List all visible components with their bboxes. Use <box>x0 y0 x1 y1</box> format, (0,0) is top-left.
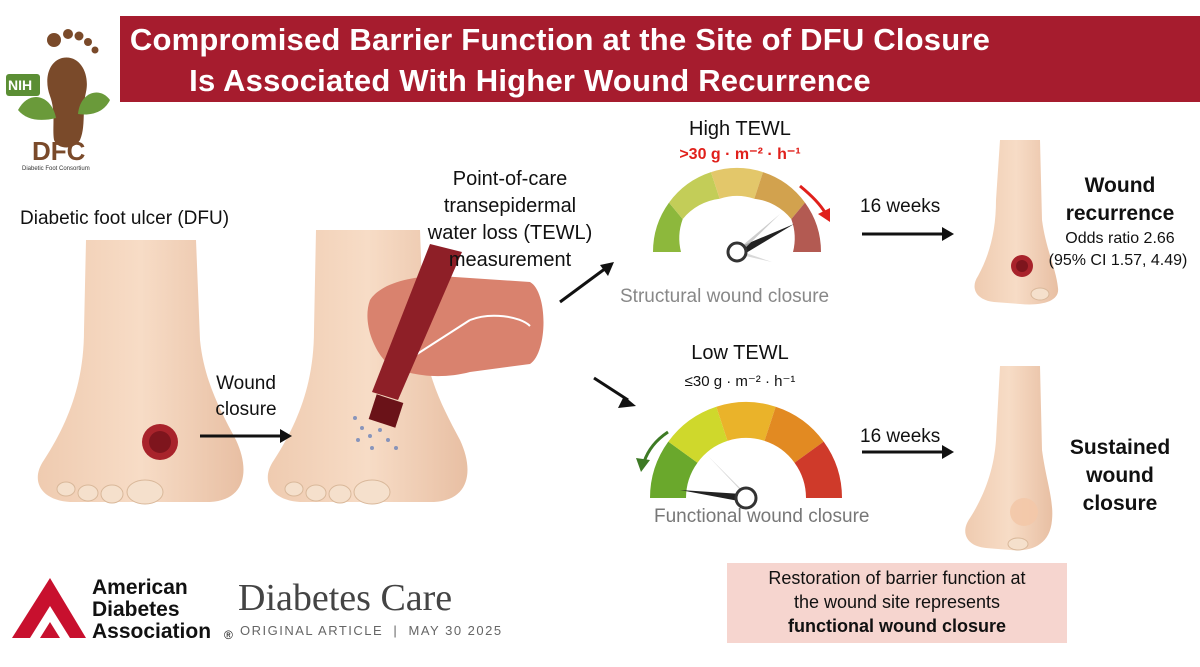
sustained-outcome-line-2: wound <box>1086 464 1154 487</box>
journal-name: Diabetes Care <box>238 577 453 619</box>
conclusion-line-1: Restoration of barrier function at <box>768 568 1026 588</box>
dfc-short-name: DFC <box>32 136 86 166</box>
healed-site <box>1010 498 1038 526</box>
low-tewl-gauge <box>636 401 842 510</box>
wound-closure-label-line-2: closure <box>215 399 277 420</box>
dfc-full-name: Diabetic Foot Consortium <box>22 166 90 172</box>
tewl-probe <box>372 244 462 400</box>
high-weeks-label: 16 weeks <box>860 196 941 217</box>
recurrence-outcome-line-2: recurrence <box>1065 202 1175 225</box>
conclusion-line-2: the wound site represents <box>793 592 1001 612</box>
foot-dfu-illustration <box>37 240 244 505</box>
measurement-line-1: Point-of-care <box>452 168 568 190</box>
odds-ratio: Odds ratio 2.66 <box>1065 230 1175 247</box>
low-tewl-value: ≤30 g · m⁻² · h⁻¹ <box>684 373 796 390</box>
low-weeks-label: 16 weeks <box>860 426 941 447</box>
sustained-outcome-line-1: Sustained <box>1069 436 1171 459</box>
conclusion-line-3: functional wound closure <box>787 616 1006 636</box>
flow-arrows <box>200 227 954 459</box>
high-tewl-value: >30 g · m⁻² · h⁻¹ <box>679 146 801 163</box>
structural-closure-caption: Structural wound closure <box>620 286 830 307</box>
title-line-2: Is Associated With Higher Wound Recurren… <box>189 63 871 98</box>
article-meta: ORIGINAL ARTICLE | MAY 30 2025 <box>240 623 503 638</box>
sustained-outcome-line-3: closure <box>1082 492 1158 515</box>
foot-recurrence-illustration <box>974 140 1059 305</box>
recurrence-outcome-line-1: Wound <box>1084 174 1156 197</box>
tewl-probe-vapor <box>353 416 398 450</box>
title-banner: Compromised Barrier Function at the Site… <box>120 16 1200 102</box>
high-tewl-title: High TEWL <box>689 118 791 140</box>
confidence-interval: (95% CI 1.57, 4.49) <box>1048 252 1188 269</box>
wound-closure-label-line-1: Wound <box>216 373 276 394</box>
dfu-label: Diabetic foot ulcer (DFU) <box>20 208 230 229</box>
ada-triangle-logo <box>12 578 86 638</box>
ada-name-line-3: Association <box>92 620 212 643</box>
ada-name-line-1: American <box>92 576 188 599</box>
measurement-line-2: transepidermal <box>443 195 577 217</box>
ada-name-line-2: Diabetes <box>92 598 180 621</box>
measurement-line-4: measurement <box>448 249 572 271</box>
nih-badge-label: NIH <box>8 77 33 93</box>
low-tewl-title: Low TEWL <box>691 342 789 364</box>
functional-closure-caption: Functional wound closure <box>654 506 870 527</box>
hand-with-probe <box>367 244 544 428</box>
nih-badge <box>6 74 40 96</box>
foot-sustained-illustration <box>965 366 1053 551</box>
conclusion-box: Restoration of barrier function at the w… <box>727 563 1067 643</box>
title-line-1: Compromised Barrier Function at the Site… <box>129 22 991 57</box>
measurement-line-3: water loss (TEWL) <box>427 222 593 244</box>
dfc-logo-graphic <box>18 29 110 148</box>
high-tewl-gauge <box>652 167 830 263</box>
ada-registered-mark: ® <box>224 628 233 642</box>
